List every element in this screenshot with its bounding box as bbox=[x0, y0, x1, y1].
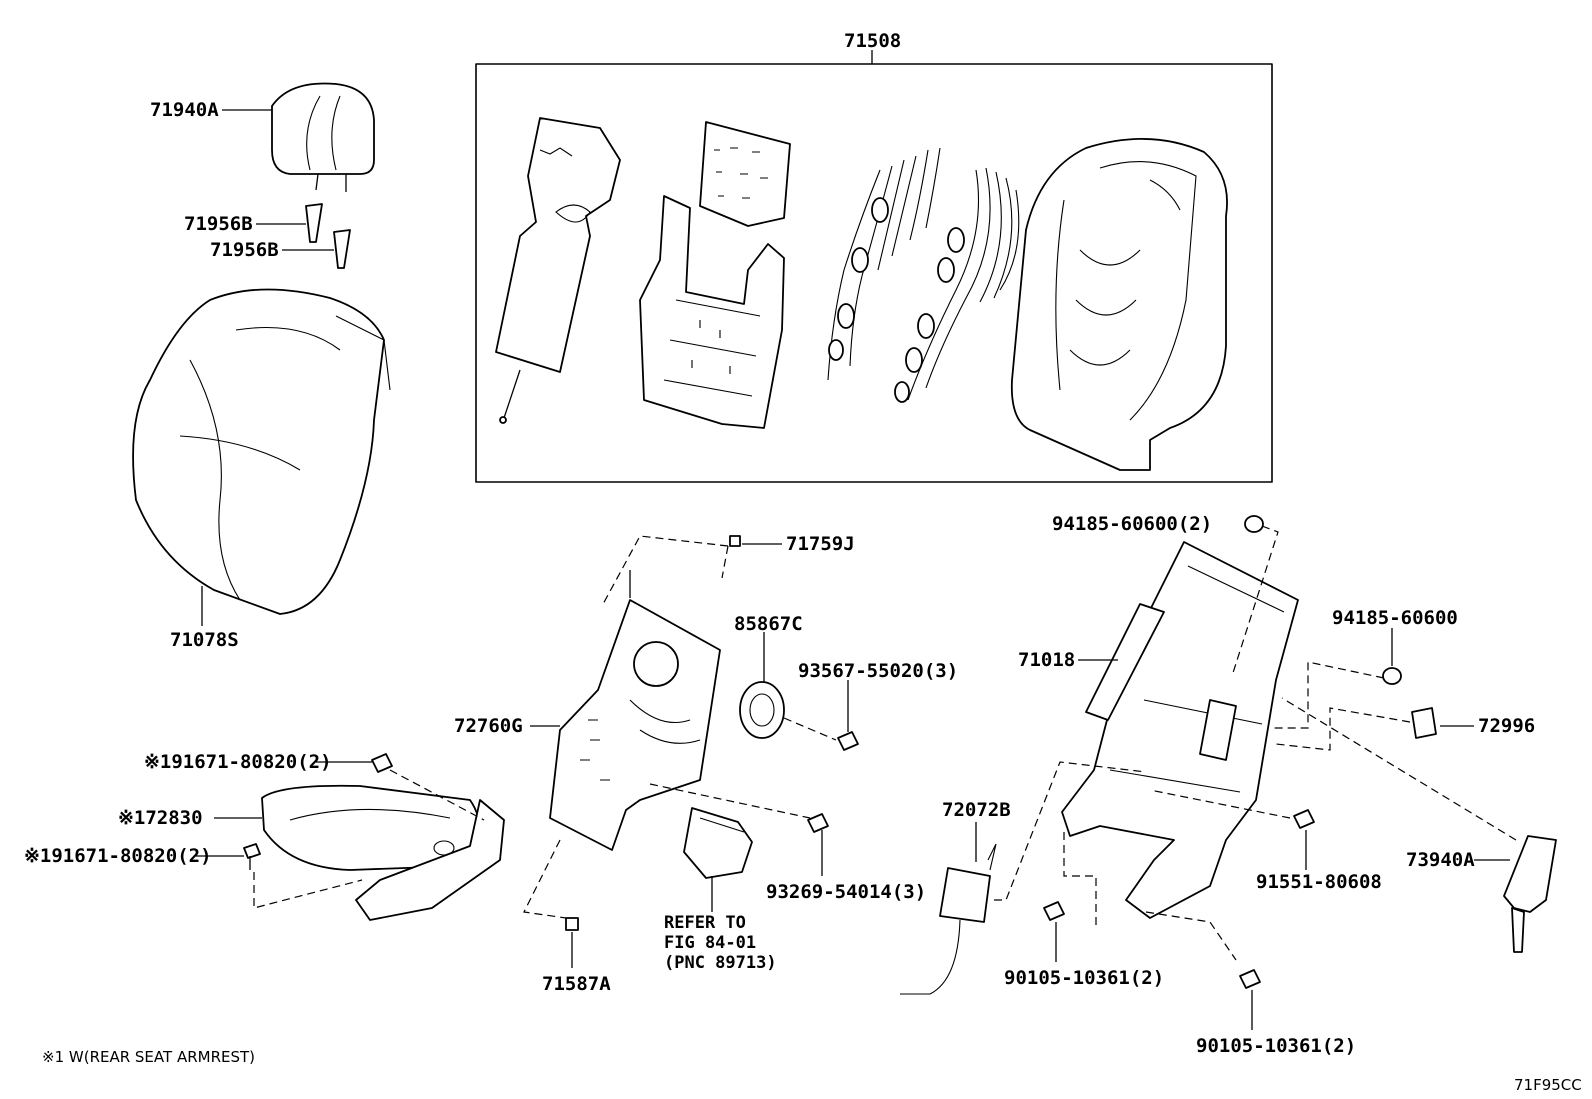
seatback-frame-71018: 71018 bbox=[1018, 541, 1299, 961]
refer-line-3[interactable]: (PNC 89713) bbox=[664, 953, 777, 973]
wire-harness-right bbox=[894, 167, 1020, 403]
airbag-73940A: 73940A bbox=[1281, 697, 1557, 953]
bolt-90105-mid: 90105-10361(2) bbox=[1004, 901, 1164, 989]
label-93567[interactable]: 93567-55020(3) bbox=[798, 660, 958, 682]
bolt-191671-top: ※191671-80820(2) bbox=[144, 751, 485, 821]
refer-line-2[interactable]: FIG 84-01 bbox=[664, 933, 756, 953]
label-71078S[interactable]: 71078S bbox=[170, 629, 239, 651]
label-85867C[interactable]: 85867C bbox=[734, 613, 803, 635]
headrest-guide-71956B: 71956B 71956B bbox=[184, 203, 351, 269]
seatback-cover-71078S: 71078S bbox=[132, 288, 391, 651]
label-94185-right[interactable]: 94185-60600 bbox=[1332, 607, 1458, 629]
bolt-90105-bottom: 90105-10361(2) bbox=[1196, 969, 1356, 1057]
assembly-71508: 71508 bbox=[475, 30, 1273, 483]
nut-94185-top: 94185-60600(2) bbox=[1052, 513, 1279, 677]
label-91551[interactable]: 91551-80608 bbox=[1256, 871, 1382, 893]
label-172830[interactable]: ※172830 bbox=[118, 807, 203, 829]
screw-93567: 93567-55020(3) bbox=[798, 660, 958, 751]
label-71956B-1[interactable]: 71956B bbox=[184, 213, 253, 235]
bolt-91551: 91551-80608 bbox=[1149, 789, 1382, 893]
refer-line-1[interactable]: REFER TO bbox=[664, 913, 746, 933]
seat-heater-mat bbox=[495, 117, 621, 424]
label-71587A[interactable]: 71587A bbox=[542, 973, 611, 995]
sensor-72072B: 72072B bbox=[900, 761, 1147, 995]
label-94185-top[interactable]: 94185-60600(2) bbox=[1052, 513, 1212, 535]
nut-94185-right: 94185-60600 bbox=[1274, 607, 1458, 729]
headrest-71940A: 71940A bbox=[150, 82, 375, 192]
label-72760G[interactable]: 72760G bbox=[454, 715, 523, 737]
label-93269[interactable]: 93269-54014(3) bbox=[766, 881, 926, 903]
screw-93269: 93269-54014(3) bbox=[766, 813, 926, 903]
label-71759J[interactable]: 71759J bbox=[786, 533, 855, 555]
ecu-module: REFER TO FIG 84-01 (PNC 89713) bbox=[649, 783, 811, 973]
label-191671-bottom[interactable]: ※191671-80820(2) bbox=[24, 845, 212, 867]
figure-code: 71F95CC bbox=[1514, 1076, 1582, 1094]
bolt-191671-bottom: ※191671-80820(2) bbox=[24, 843, 363, 909]
label-71940A[interactable]: 71940A bbox=[150, 99, 219, 121]
footnote: ※1 W(REAR SEAT ARMREST) bbox=[42, 1048, 255, 1066]
connector-72996: 72996 bbox=[1275, 707, 1535, 751]
speaker-85867C: 85867C bbox=[734, 613, 837, 741]
label-72996[interactable]: 72996 bbox=[1478, 715, 1535, 737]
seat-back-pad-upper bbox=[699, 121, 791, 227]
wire-harness-left bbox=[827, 147, 941, 381]
label-73940A[interactable]: 73940A bbox=[1406, 849, 1475, 871]
clip-71759J: 71759J bbox=[729, 533, 855, 555]
label-71508[interactable]: 71508 bbox=[844, 30, 901, 52]
seat-back-pad-lower bbox=[639, 195, 785, 429]
label-72072B[interactable]: 72072B bbox=[942, 799, 1011, 821]
label-191671-top[interactable]: ※191671-80820(2) bbox=[144, 751, 332, 773]
label-71018[interactable]: 71018 bbox=[1018, 649, 1075, 671]
seatback-board-72760G: 72760G bbox=[454, 535, 729, 919]
label-71956B-2[interactable]: 71956B bbox=[210, 239, 279, 261]
armrest-172830: ※172830 bbox=[118, 784, 505, 921]
seatback-cover bbox=[1010, 138, 1228, 471]
label-90105-mid[interactable]: 90105-10361(2) bbox=[1004, 967, 1164, 989]
clip-71587A: 71587A bbox=[542, 917, 611, 995]
label-90105-bottom[interactable]: 90105-10361(2) bbox=[1196, 1035, 1356, 1057]
